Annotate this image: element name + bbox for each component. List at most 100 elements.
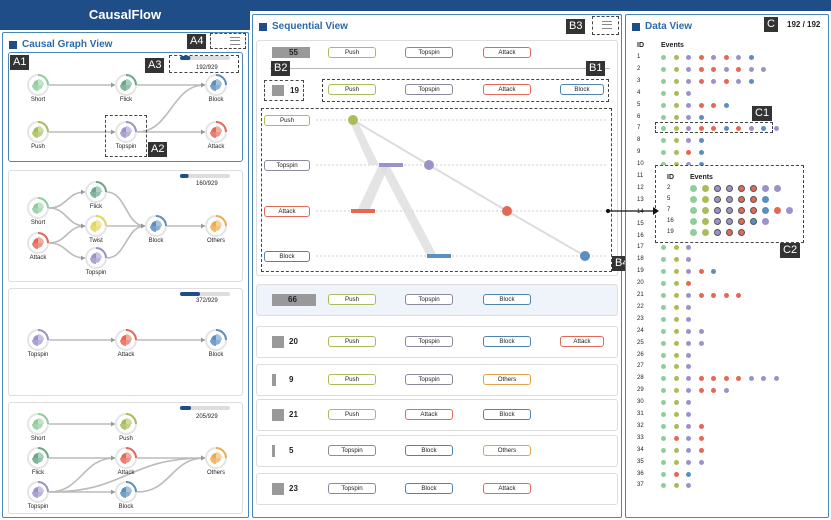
zoom-event-dot-push[interactable] xyxy=(702,218,709,225)
detail-pill-push[interactable]: Push xyxy=(264,115,310,126)
causal-graph-card-1[interactable] xyxy=(8,52,243,162)
event-dot-topspin[interactable] xyxy=(748,66,754,72)
zoom-event-dot-push[interactable] xyxy=(702,207,709,214)
event-dot-topspin[interactable] xyxy=(686,459,691,465)
event-dot-attack[interactable] xyxy=(711,388,716,394)
zoom-event-dot-topspin[interactable] xyxy=(714,185,721,192)
event-dot-attack[interactable] xyxy=(673,435,679,441)
event-dot-short[interactable] xyxy=(661,340,666,346)
zoom-event-dot-attack[interactable] xyxy=(738,229,745,236)
event-dot-topspin[interactable] xyxy=(686,412,691,417)
event-dot-topspin[interactable] xyxy=(686,257,691,263)
event-dot-push[interactable] xyxy=(673,364,679,370)
detail-pill-topspin[interactable]: Topspin xyxy=(264,160,310,171)
event-dot-attack[interactable] xyxy=(698,126,704,132)
event-dot-short[interactable] xyxy=(661,316,666,322)
zoom-event-dot-topspin[interactable] xyxy=(726,218,733,225)
event-dot-push[interactable] xyxy=(673,269,679,275)
event-dot-block[interactable] xyxy=(761,126,766,132)
event-dot-topspin[interactable] xyxy=(761,376,766,382)
event-dot-attack[interactable] xyxy=(711,126,716,132)
event-dot-push[interactable] xyxy=(673,162,679,168)
event-dot-push[interactable] xyxy=(673,66,679,72)
event-dot-attack[interactable] xyxy=(711,66,716,72)
event-dot-short[interactable] xyxy=(661,150,666,156)
zoom-event-dot-short[interactable] xyxy=(690,196,697,203)
event-dot-topspin[interactable] xyxy=(748,376,754,382)
zoom-event-dot-attack[interactable] xyxy=(750,185,757,192)
event-dot-short[interactable] xyxy=(661,257,666,263)
event-dot-attack[interactable] xyxy=(736,66,741,72)
event-dot-topspin[interactable] xyxy=(698,340,704,346)
event-dot-topspin[interactable] xyxy=(736,55,741,60)
zoom-event-dot-topspin[interactable] xyxy=(726,196,733,203)
event-pill-push[interactable]: Push xyxy=(328,409,376,420)
event-dot-attack[interactable] xyxy=(673,471,679,477)
event-pill-attack[interactable]: Attack xyxy=(483,483,531,494)
zoom-event-dot-short[interactable] xyxy=(690,218,697,225)
event-dot-attack[interactable] xyxy=(736,293,741,298)
event-dot-push[interactable] xyxy=(673,304,679,310)
zoom-event-dot-attack[interactable] xyxy=(738,218,745,225)
event-dot-topspin[interactable] xyxy=(686,483,691,489)
event-dot-attack[interactable] xyxy=(698,55,704,60)
zoom-event-dot-push[interactable] xyxy=(702,196,709,203)
event-dot-topspin[interactable] xyxy=(686,114,691,120)
event-dot-push[interactable] xyxy=(673,257,679,263)
event-dot-attack[interactable] xyxy=(723,55,729,60)
event-dot-short[interactable] xyxy=(661,435,666,441)
event-dot-topspin[interactable] xyxy=(723,388,729,394)
event-dot-push[interactable] xyxy=(673,245,679,251)
detail-pill-block[interactable]: Block xyxy=(264,251,310,262)
event-dot-block[interactable] xyxy=(686,471,691,477)
causal-edge[interactable] xyxy=(48,242,86,259)
event-dot-topspin[interactable] xyxy=(711,78,716,84)
event-dot-attack[interactable] xyxy=(723,376,729,382)
event-dot-short[interactable] xyxy=(661,447,666,453)
zoom-event-dot-attack[interactable] xyxy=(750,196,757,203)
event-dot-push[interactable] xyxy=(673,102,679,108)
event-dot-topspin[interactable] xyxy=(686,352,691,358)
event-pill-push[interactable]: Push xyxy=(328,336,376,347)
event-dot-block[interactable] xyxy=(698,138,704,144)
event-dot-push[interactable] xyxy=(673,90,679,96)
event-dot-topspin[interactable] xyxy=(686,364,691,370)
event-dot-topspin[interactable] xyxy=(698,328,704,334)
event-dot-push[interactable] xyxy=(673,78,679,84)
event-dot-short[interactable] xyxy=(661,376,666,382)
event-dot-push[interactable] xyxy=(673,281,679,287)
event-dot-push[interactable] xyxy=(673,483,679,489)
event-dot-attack[interactable] xyxy=(698,388,704,394)
zoom-event-dot-attack[interactable] xyxy=(738,185,745,192)
causal-edge[interactable] xyxy=(136,84,206,133)
event-dot-attack[interactable] xyxy=(723,78,729,84)
event-dot-short[interactable] xyxy=(661,364,666,370)
zoom-event-dot-push[interactable] xyxy=(702,229,709,236)
event-pill-attack[interactable]: Attack xyxy=(483,84,531,95)
zoom-event-dot-topspin[interactable] xyxy=(714,229,721,236)
event-dot-push[interactable] xyxy=(673,150,679,156)
event-dot-topspin[interactable] xyxy=(773,376,779,382)
event-pill-topspin[interactable]: Topspin xyxy=(405,47,453,58)
event-dot-attack[interactable] xyxy=(736,376,741,382)
event-dot-short[interactable] xyxy=(661,138,666,144)
event-dot-topspin[interactable] xyxy=(686,102,691,108)
zoom-event-dot-topspin[interactable] xyxy=(774,185,781,192)
event-dot-block[interactable] xyxy=(698,114,704,120)
event-dot-block[interactable] xyxy=(698,162,704,168)
event-dot-block[interactable] xyxy=(698,150,704,156)
event-pill-topspin[interactable]: Topspin xyxy=(405,374,453,385)
zoom-event-dot-topspin[interactable] xyxy=(762,185,769,192)
event-pill-block[interactable]: Block xyxy=(483,294,531,305)
event-dot-short[interactable] xyxy=(661,328,666,334)
zoom-event-dot-attack[interactable] xyxy=(774,207,781,214)
event-dot-push[interactable] xyxy=(673,316,679,322)
event-dot-block[interactable] xyxy=(711,269,716,275)
zoom-event-dot-attack[interactable] xyxy=(750,207,757,214)
event-dot-topspin[interactable] xyxy=(686,388,691,394)
event-dot-attack[interactable] xyxy=(698,102,704,108)
event-pill-block[interactable]: Block xyxy=(405,445,453,456)
zoom-event-dot-topspin[interactable] xyxy=(762,218,769,225)
event-pill-topspin[interactable]: Topspin xyxy=(328,483,376,494)
event-dot-topspin[interactable] xyxy=(686,376,691,382)
